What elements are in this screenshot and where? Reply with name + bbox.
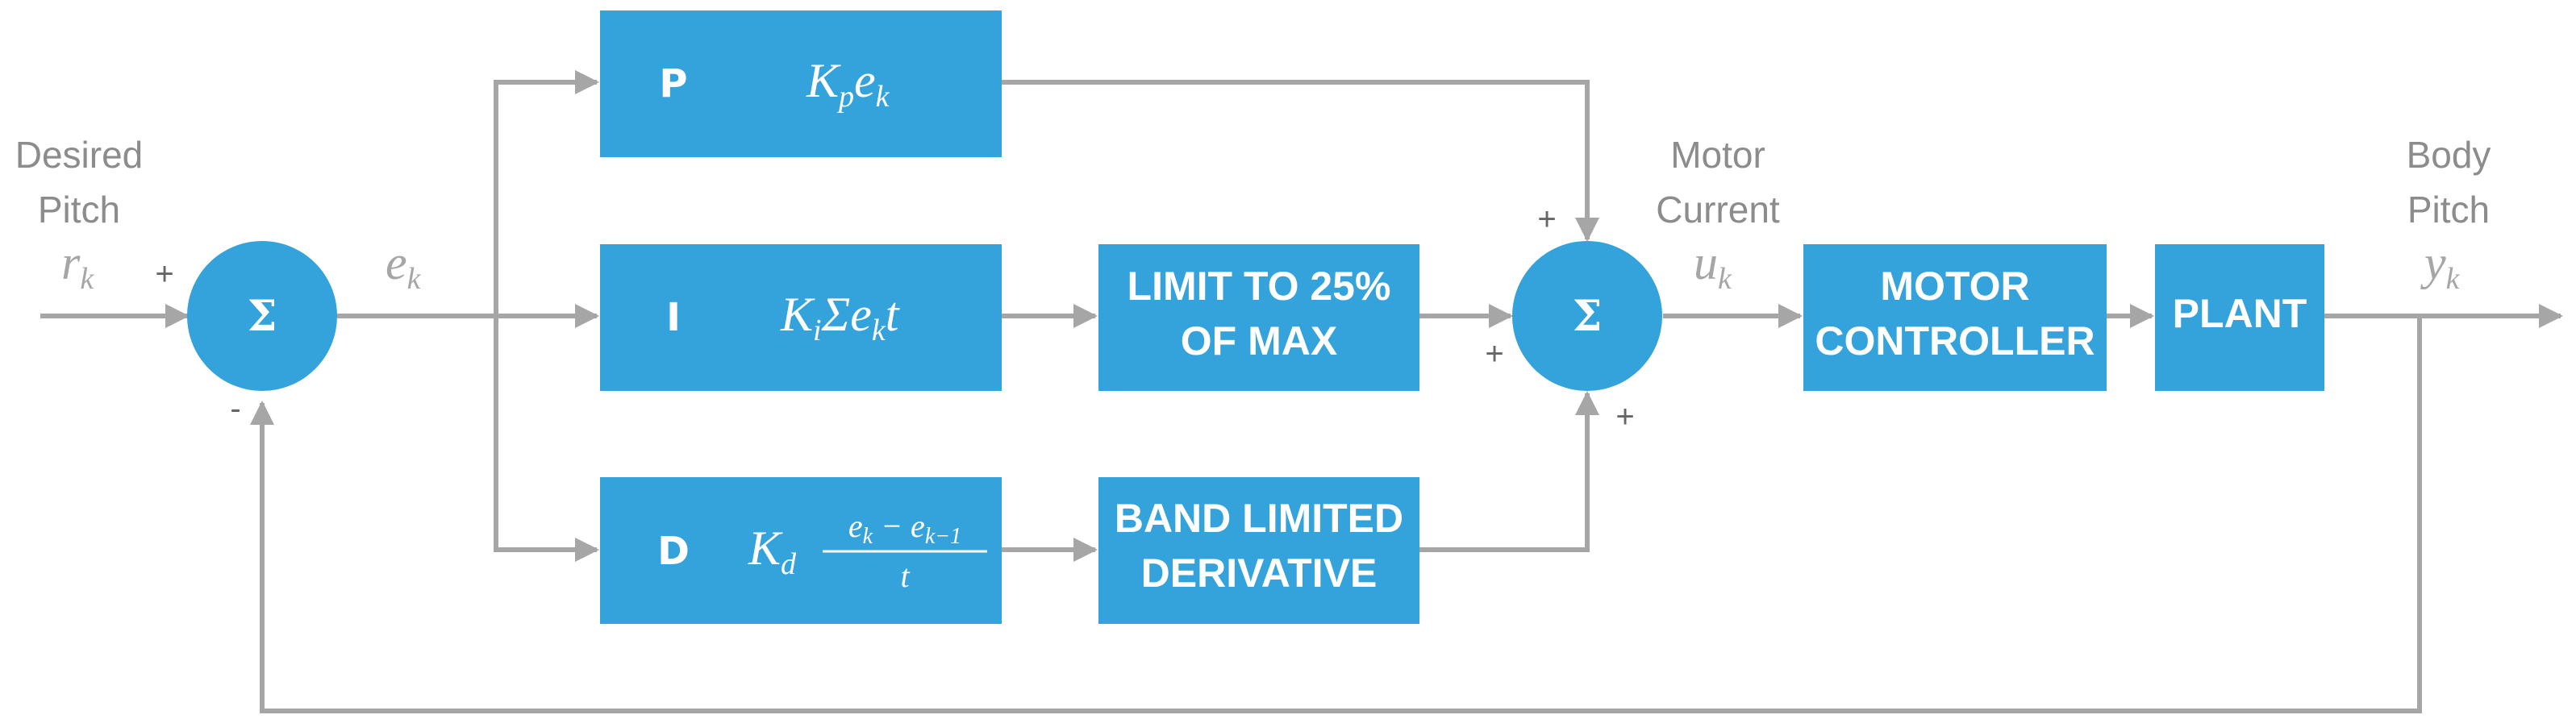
motor-block-line1: MOTOR — [1880, 264, 2029, 309]
sum2-plus-left: + — [1485, 336, 1503, 372]
d-block: D Kd ek − ek−1 t — [600, 477, 1002, 624]
d-block-denominator: t — [900, 558, 910, 594]
limit-block: LIMIT TO 25% OF MAX — [1098, 244, 1419, 391]
body-pitch-symbol: yk — [2420, 236, 2461, 296]
p-block-expression: Kpek — [806, 54, 890, 114]
sum2-symbol: Σ — [1573, 292, 1603, 341]
sum2-plus-top: + — [1537, 202, 1556, 237]
feedback-wire — [250, 316, 2422, 713]
band-block-line2: DERIVATIVE — [1141, 551, 1378, 596]
summing-junction-1: Σ — [187, 241, 337, 391]
summing-junction-2: Σ — [1512, 241, 1662, 391]
band-output-wire — [1419, 391, 1599, 552]
desired-pitch-label-line2: Pitch — [38, 189, 120, 231]
limit-block-line2: OF MAX — [1181, 318, 1337, 364]
motor-current-label-line1: Motor — [1670, 134, 1765, 176]
p-output-wire — [1002, 80, 1599, 242]
motor-block-line2: CONTROLLER — [1815, 318, 2095, 364]
motor-current-symbol: uk — [1694, 236, 1732, 296]
band-block-line1: BAND LIMITED — [1115, 496, 1403, 541]
sum2-plus-bottom: + — [1615, 399, 1634, 434]
body-pitch-label-line2: Pitch — [2407, 189, 2490, 231]
body-pitch-label-line1: Body — [2407, 134, 2491, 176]
d-block-gain: Kd — [748, 522, 797, 581]
sum1-symbol: Σ — [248, 292, 277, 341]
motor-controller-block: MOTOR CONTROLLER — [1803, 244, 2107, 391]
d-block-letter: D — [657, 529, 690, 574]
i-block: I KiΣekt — [600, 244, 1002, 391]
motor-current-label-line2: Current — [1656, 189, 1780, 231]
error-signal-symbol: ek — [386, 236, 422, 296]
band-limited-derivative-block: BAND LIMITED DERIVATIVE — [1098, 477, 1419, 624]
limit-block-line1: LIMIT TO 25% — [1128, 264, 1391, 309]
plant-block: PLANT — [2155, 244, 2324, 391]
i-block-expression: KiΣekt — [780, 288, 900, 347]
sum1-minus-sign: - — [230, 391, 240, 426]
desired-pitch-symbol: rk — [61, 236, 94, 296]
i-block-letter: I — [666, 295, 681, 340]
plant-block-label: PLANT — [2173, 291, 2307, 336]
sum1-plus-sign: + — [155, 256, 173, 292]
p-block: P Kpek — [600, 10, 1002, 157]
d-block-numerator: ek − ek−1 — [848, 508, 961, 549]
p-block-letter: P — [659, 61, 687, 106]
desired-pitch-label-line1: Desired — [15, 134, 144, 176]
